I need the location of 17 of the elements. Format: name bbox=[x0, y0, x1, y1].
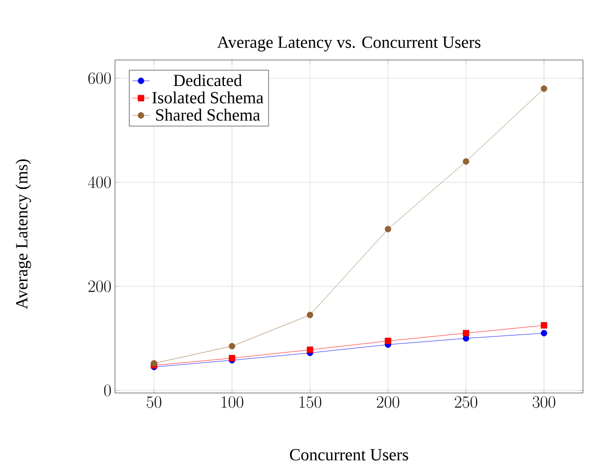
legend-label: Dedicated bbox=[174, 74, 242, 86]
y-tick-label: 600 bbox=[88, 72, 111, 84]
x-tick-label: 250 bbox=[454, 396, 478, 408]
y-tick-label: 0 bbox=[104, 384, 111, 396]
y-tick-label: 200 bbox=[88, 280, 111, 292]
legend-label: Isolated Schema bbox=[152, 91, 264, 104]
y-tick-label: 400 bbox=[88, 176, 111, 188]
line-chart: 50 100 150 200 250 300 0 200 400 600 Dedicated Isolated Schema Shared Schema bbox=[88, 60, 584, 408]
x-tick-label: 50 bbox=[146, 396, 162, 408]
x-tick-label: 100 bbox=[222, 396, 244, 408]
x-tick-label: 300 bbox=[532, 396, 556, 408]
x-tick-label: 150 bbox=[300, 396, 322, 408]
legend-label: Shared Schema bbox=[156, 108, 260, 121]
chart-title: Average Latency vs. Concurrent Users bbox=[217, 36, 480, 52]
y-axis-title: Average Latency (ms) bbox=[16, 159, 32, 310]
x-tick-label: 200 bbox=[376, 396, 400, 408]
x-axis-title: Concurrent Users bbox=[290, 449, 408, 460]
